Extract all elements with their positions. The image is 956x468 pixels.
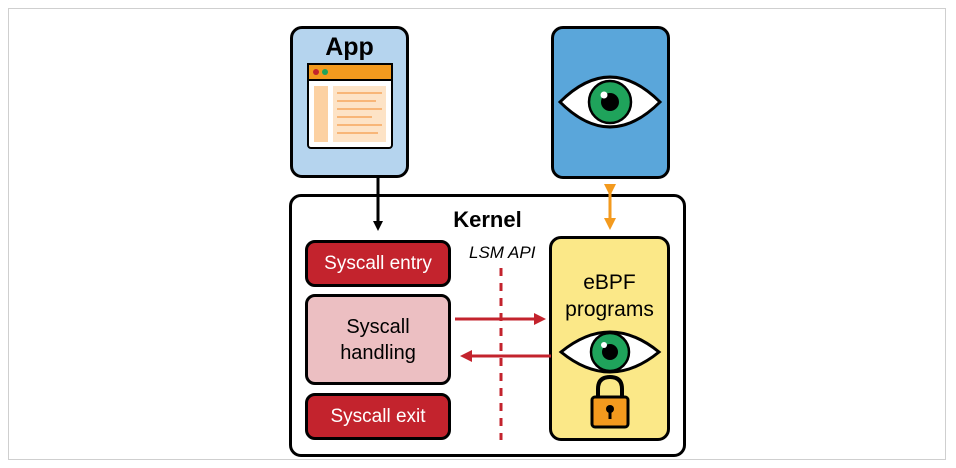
syscall-exit-label: Syscall exit (330, 405, 426, 427)
syscall-entry-box: Syscall entry (305, 240, 451, 287)
padlock-icon (590, 374, 630, 429)
ebpf-label-line1: eBPF (583, 271, 636, 294)
ebpf-label-line2: programs (565, 298, 654, 321)
browser-window-icon (307, 63, 393, 149)
ebpf-programs-label: eBPF programs (552, 269, 667, 323)
syscall-entry-label: Syscall entry (324, 252, 432, 274)
eye-icon (557, 75, 663, 129)
syscall-exit-box: Syscall exit (305, 393, 451, 440)
syscall-handling-label-line2: handling (340, 341, 416, 364)
syscall-handling-label-line1: Syscall (346, 315, 410, 338)
kernel-title: Kernel (453, 207, 522, 232)
app-title: App (325, 33, 374, 61)
syscall-handling-box: Syscall handling (305, 294, 451, 385)
eye-icon (558, 330, 662, 374)
lsm-api-label: LSM API (469, 243, 536, 262)
